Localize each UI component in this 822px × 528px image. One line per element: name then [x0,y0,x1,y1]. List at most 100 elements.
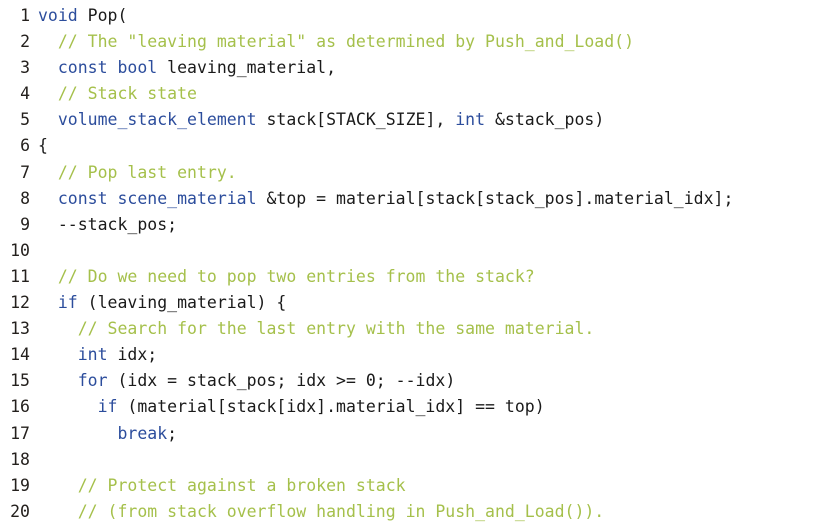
code-token-kw: const bool [57,58,158,78]
line-number: 5 [20,110,30,130]
code-line: 8 const scene_material &top = material[s… [0,186,822,212]
code-token-txt: ; [167,423,178,443]
code-token-txt: &stack_pos) [485,110,605,130]
code-token-txt [38,502,78,521]
code-token-kw: int [455,110,486,130]
code-line: 19 // Protect against a broken stack [0,473,822,499]
line-number: 7 [20,162,30,182]
code-line: 2 // The "leaving material" as determine… [0,29,822,55]
line-number: 14 [10,345,30,365]
line-number: 20 [10,501,30,521]
line-number: 9 [20,214,30,234]
line-code: // Pop last entry. [30,160,237,186]
line-number: 6 [20,136,30,156]
code-token-type: volume_stack_element [57,110,257,130]
line-number: 16 [10,397,30,417]
code-token-txt: Pop( [77,6,128,25]
code-line: 10​ [0,238,822,264]
code-line: 11 // Do we need to pop two entries from… [0,264,822,290]
line-number: 3 [20,58,30,78]
code-line: 17 break; [0,421,822,447]
code-token-cmt: // Protect against a broken stack [77,475,406,495]
code-line: 20 // (from stack overflow handling in P… [0,499,822,525]
code-token-txt [38,163,58,182]
code-token-kw: if [57,293,78,313]
code-token-txt: --stack_pos; [38,214,178,234]
line-number: 13 [10,319,30,339]
code-token-cmt: // The "leaving material" as determined … [57,32,635,52]
code-token-txt: stack[STACK_SIZE], [256,110,456,130]
code-line: 6{ [0,133,822,159]
code-line: 18​ [0,447,822,473]
line-code: if (leaving_material) { [30,290,287,316]
code-token-txt: leaving_material, [157,58,337,78]
code-line: 12 if (leaving_material) { [0,290,822,316]
line-number: 12 [10,293,30,313]
code-token-cmt: // Search for the last entry with the sa… [77,319,595,339]
line-code: { [30,133,48,159]
code-token-cmt: // Pop last entry. [57,162,237,182]
line-code: const scene_material &top = material[sta… [30,186,734,212]
line-number: 19 [10,475,30,495]
code-token-txt [38,267,58,286]
code-token-cmt: // Stack state [57,84,197,104]
code-token-cmt: // Do we need to pop two entries from th… [57,266,535,286]
line-code: // Search for the last entry with the sa… [30,316,595,342]
code-line: 13 // Search for the last entry with the… [0,316,822,342]
line-number: 15 [10,371,30,391]
line-code: const bool leaving_material, [30,55,336,81]
code-token-txt [38,476,78,495]
code-token-txt [38,189,58,208]
line-number: 10 [10,240,30,260]
line-code: // Protect against a broken stack [30,473,406,499]
code-line: 14 int idx; [0,342,822,368]
code-line: 9 --stack_pos; [0,212,822,238]
line-number: 17 [10,423,30,443]
line-code: if (material[stack[idx].material_idx] ==… [30,394,545,420]
code-token-kw: int [77,345,108,365]
line-number: 2 [20,32,30,52]
code-token-kw: break [117,423,168,443]
line-code: for (idx = stack_pos; idx >= 0; --idx) [30,368,456,394]
line-number: 11 [10,266,30,286]
line-code: --stack_pos; [30,212,177,238]
line-number: 18 [10,449,30,469]
code-line: 3 const bool leaving_material, [0,55,822,81]
code-token-kw: void [38,6,78,25]
line-code: int idx; [30,342,157,368]
code-token-cmt: // (from stack overflow handling in Push… [77,501,605,521]
code-token-txt [38,84,58,103]
line-code: volume_stack_element stack[STACK_SIZE], … [30,107,604,133]
code-token-txt: &top = material[stack[stack_pos].materia… [256,188,734,208]
code-token-txt: (material[stack[idx].material_idx] == to… [117,397,545,417]
code-token-txt [38,397,98,416]
line-code: // Stack state [30,81,197,107]
code-token-txt [38,345,78,364]
code-line: 5 volume_stack_element stack[STACK_SIZE]… [0,107,822,133]
code-token-txt [38,32,58,51]
code-token-txt: (idx = stack_pos; idx >= 0; --idx) [107,371,456,391]
code-token-txt [38,319,78,338]
code-token-txt [38,293,58,312]
code-line: 15 for (idx = stack_pos; idx >= 0; --idx… [0,368,822,394]
code-token-txt [38,58,58,77]
line-code: // (from stack overflow handling in Push… [30,499,605,525]
line-number: 1 [20,6,30,25]
line-number: 4 [20,84,30,104]
code-line: 16 if (material[stack[idx].material_idx]… [0,394,822,420]
code-token-kw: for [77,371,108,391]
line-number: 8 [20,188,30,208]
code-token-txt [38,424,117,443]
code-token-kw: const scene_material [57,188,257,208]
code-token-txt [38,110,58,129]
code-token-txt: idx; [107,345,158,365]
line-code: void Pop( [30,3,127,29]
line-code: break; [30,421,177,447]
code-token-kw: if [97,397,118,417]
line-code: // Do we need to pop two entries from th… [30,264,535,290]
code-line: 7 // Pop last entry. [0,160,822,186]
code-line: 4 // Stack state [0,81,822,107]
code-token-txt: (leaving_material) { [77,293,287,313]
